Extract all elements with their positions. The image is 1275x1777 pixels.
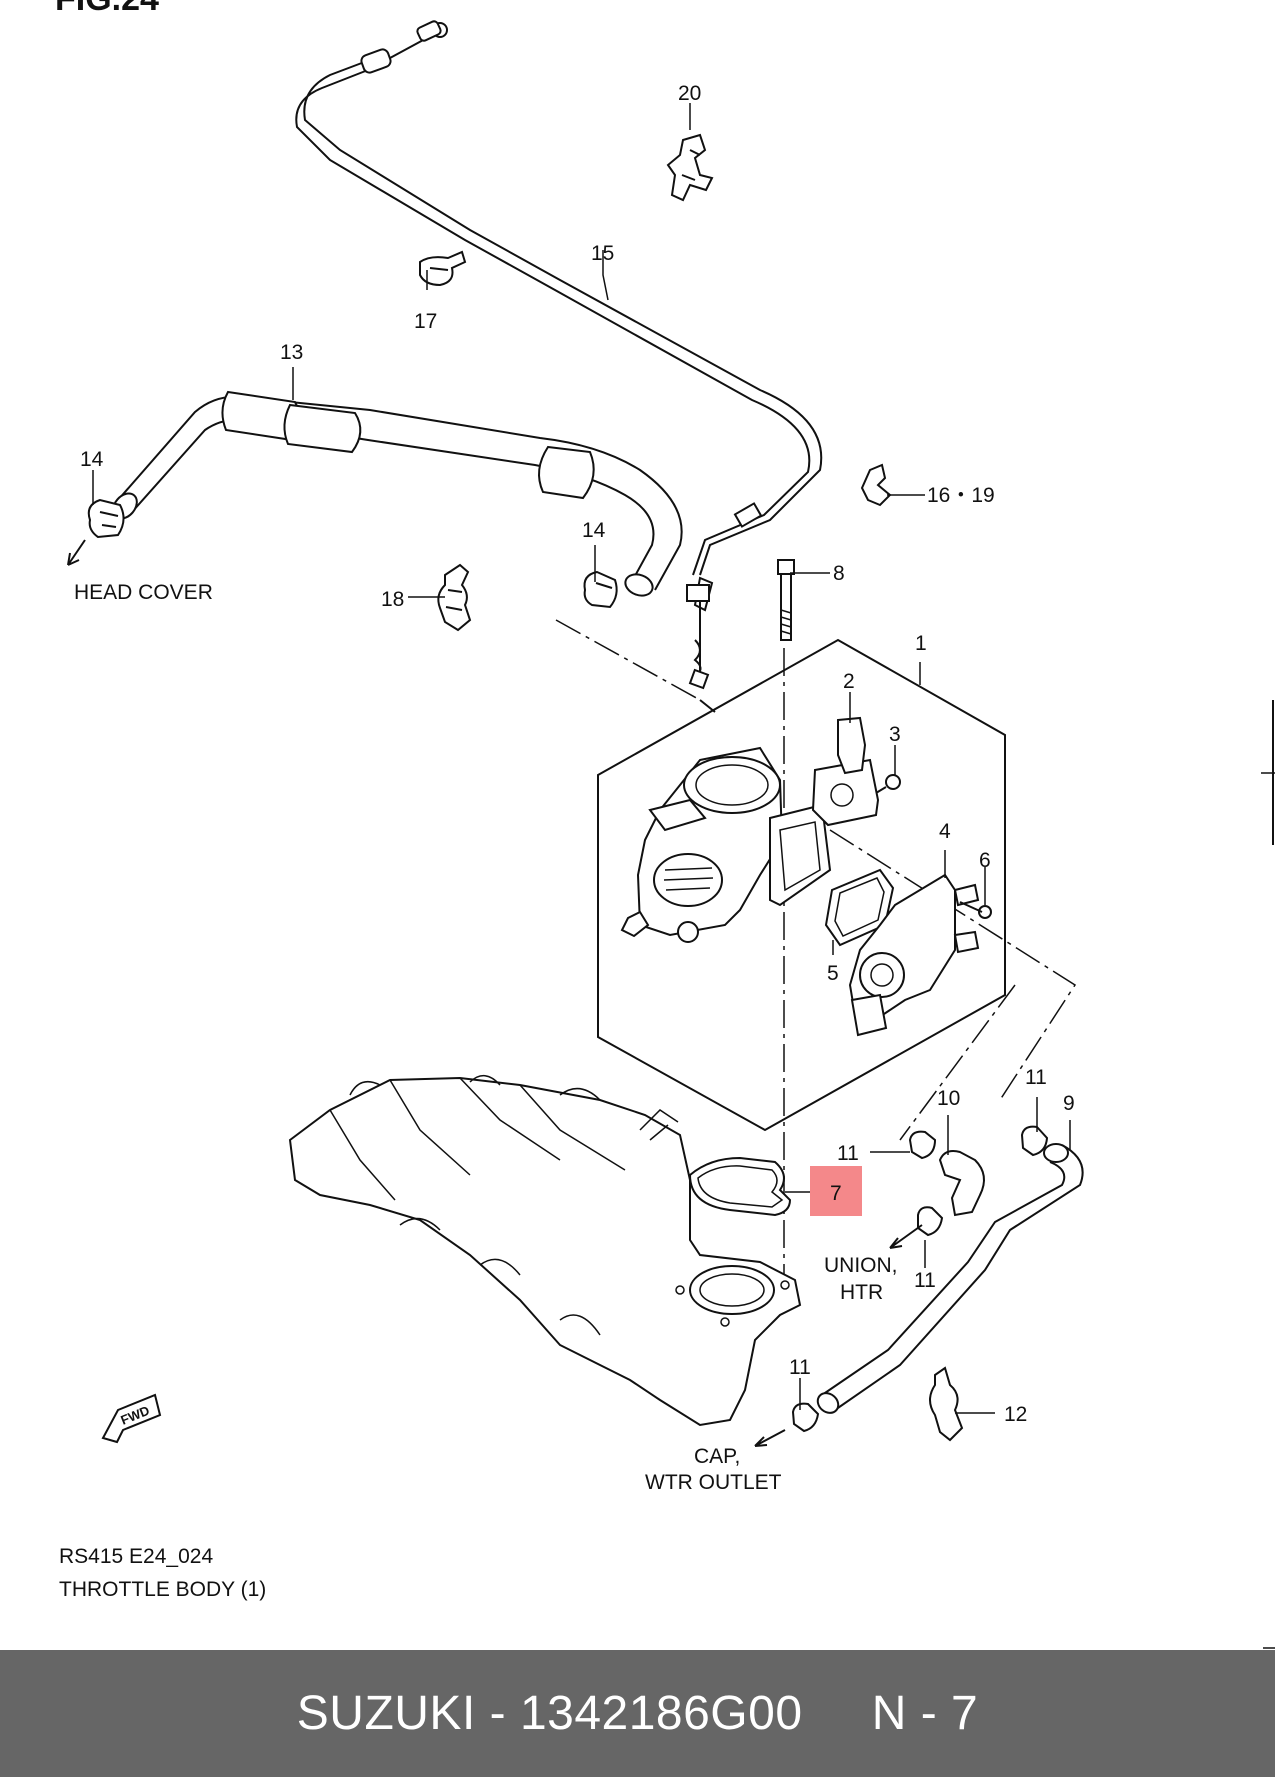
arrow-cap-icon bbox=[754, 1429, 786, 1447]
isc-valve-4 bbox=[848, 873, 980, 1037]
caption-code: RS415 E24_024 bbox=[59, 1545, 213, 1568]
part-number-12: 12 bbox=[1004, 1403, 1027, 1426]
clip-11-b bbox=[1020, 1125, 1049, 1157]
part-number-14-mid: 14 bbox=[582, 519, 606, 542]
dest-cap-line2: WTR OUTLET bbox=[645, 1471, 782, 1494]
clip-20 bbox=[666, 133, 714, 202]
throttle-cable bbox=[295, 20, 823, 690]
clip-11-c bbox=[917, 1206, 944, 1237]
part-number-15: 15 bbox=[591, 242, 614, 265]
part-number-11-cap: 11 bbox=[789, 1356, 811, 1379]
part-number-2: 2 bbox=[843, 670, 855, 693]
part-number-11-left: 11 bbox=[837, 1142, 859, 1165]
dest-union-line1: UNION, bbox=[824, 1254, 898, 1277]
footer-ref: N - 7 bbox=[871, 1687, 979, 1740]
part-number-6: 6 bbox=[979, 849, 991, 872]
part-number-5: 5 bbox=[827, 962, 839, 985]
part-number-7: 7 bbox=[830, 1182, 842, 1205]
parts-diagram: FIG.24 bbox=[55, 0, 1084, 1601]
clip-11-a bbox=[908, 1130, 937, 1160]
part-number-16-19: 16・19 bbox=[927, 484, 995, 507]
intake-manifold bbox=[288, 1075, 802, 1427]
part-number-3: 3 bbox=[889, 723, 901, 746]
hose-9 bbox=[816, 1143, 1084, 1414]
throttle-body bbox=[620, 746, 832, 943]
leader-lines bbox=[92, 103, 1071, 1414]
dest-cap-line1: CAP, bbox=[694, 1445, 740, 1468]
part-number-4: 4 bbox=[939, 820, 951, 843]
clip-14-mid bbox=[583, 570, 618, 609]
footer-bar: SUZUKI - 1342186G00 N - 7 bbox=[0, 1650, 1275, 1777]
part-number-8: 8 bbox=[833, 562, 845, 585]
figure-title: FIG.24 bbox=[55, 0, 159, 18]
part-number-20: 20 bbox=[678, 82, 701, 105]
clip-18 bbox=[437, 563, 472, 632]
gasket-7 bbox=[688, 1156, 792, 1217]
arrow-head-cover-icon bbox=[67, 539, 86, 566]
part-number-1: 1 bbox=[915, 632, 927, 655]
hose-10 bbox=[938, 1150, 985, 1217]
part-number-10: 10 bbox=[937, 1087, 960, 1110]
bolt-8 bbox=[777, 559, 795, 641]
clip-14-left bbox=[87, 498, 125, 539]
caption-title: THROTTLE BODY (1) bbox=[59, 1578, 266, 1601]
part-number-13: 13 bbox=[280, 341, 303, 364]
screw-3 bbox=[875, 774, 901, 794]
footer-part-number: 1342186G00 bbox=[519, 1687, 803, 1740]
clip-16-19 bbox=[860, 463, 892, 507]
part-number-11-union: 11 bbox=[914, 1269, 936, 1292]
sensor-2 bbox=[811, 716, 880, 827]
footer-brand: SUZUKI bbox=[296, 1687, 476, 1740]
arrow-union-icon bbox=[889, 1224, 923, 1249]
part-number-17: 17 bbox=[414, 310, 437, 333]
part-number-14-left: 14 bbox=[80, 448, 104, 471]
part-number-9: 9 bbox=[1063, 1092, 1075, 1115]
exploded-box bbox=[555, 619, 1077, 1300]
part-number-11-top: 11 bbox=[1025, 1066, 1047, 1089]
screw-6 bbox=[959, 901, 992, 919]
footer-spacer bbox=[803, 1686, 872, 1741]
clip-12 bbox=[929, 1366, 964, 1442]
fwd-arrow-icon: FWD bbox=[101, 1393, 162, 1444]
highlight-box bbox=[810, 1166, 862, 1216]
dest-head-cover: HEAD COVER bbox=[74, 581, 213, 604]
footer-separator: - bbox=[475, 1687, 520, 1740]
part-number-18: 18 bbox=[381, 588, 404, 611]
clip-11-d bbox=[791, 1402, 820, 1433]
hose-13 bbox=[112, 390, 683, 597]
dest-union-line2: HTR bbox=[840, 1281, 883, 1304]
edge-marks bbox=[1261, 700, 1275, 1649]
